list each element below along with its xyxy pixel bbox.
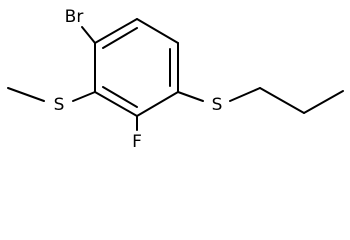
bond-ring-to-bromine (81, 26, 96, 44)
ring-bond-c1-c2 (94, 18, 138, 44)
atom-label-bromine: Br (65, 7, 84, 27)
molecule-structure: Br S F S (7, 7, 344, 152)
bond-ring-to-sulfur-methyl (72, 91, 96, 102)
bond-sulfur-to-methyl (7, 87, 45, 102)
atom-label-fluorine: F (132, 132, 142, 152)
bond-propyl-c1-c2 (259, 87, 305, 114)
ring-bond-c4-c5 (136, 91, 179, 117)
bond-sulfur-to-propyl-c1 (229, 87, 261, 102)
bond-ring-to-sulfur-propyl (177, 91, 204, 102)
ring-bond-c5-c6 (94, 91, 138, 117)
benzene-ring (94, 18, 179, 117)
atom-label-sulfur-methyl: S (54, 95, 65, 115)
atom-label-sulfur-propyl: S (212, 95, 223, 115)
double-bond-inner-bottom (102, 86, 138, 108)
double-bond-inner-top (102, 27, 138, 49)
bond-propyl-c2-c3 (303, 90, 344, 114)
ring-bond-c2-c3 (136, 18, 179, 44)
